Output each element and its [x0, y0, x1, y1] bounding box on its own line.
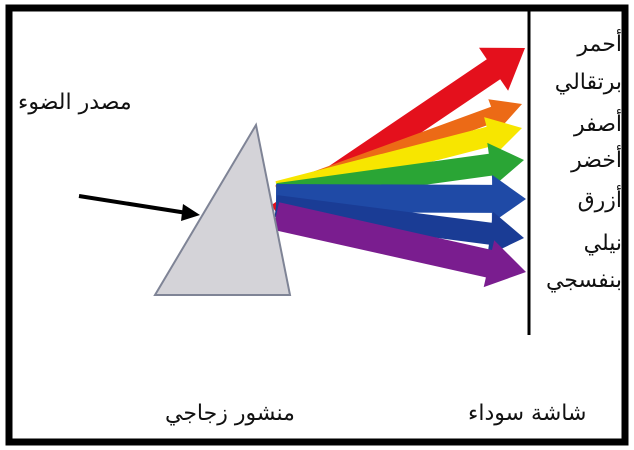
spectrum-label-yellow: أصفر: [574, 114, 622, 136]
spectrum-label-red: أحمر: [577, 34, 622, 56]
spectrum-label-violet: بنفسجي: [546, 270, 622, 292]
spectrum-label-blue: أزرق: [578, 190, 622, 212]
spectrum-label-green: أخضر: [571, 150, 622, 172]
spectrum-label-orange: برتقالي: [555, 72, 622, 94]
light-source-label: مصدر الضوء: [18, 92, 132, 114]
prism-label: منشور زجاجي: [165, 403, 295, 425]
spectrum-label-indigo: نيلي: [584, 233, 622, 255]
screen-label: شاشة سوداء: [468, 403, 586, 425]
